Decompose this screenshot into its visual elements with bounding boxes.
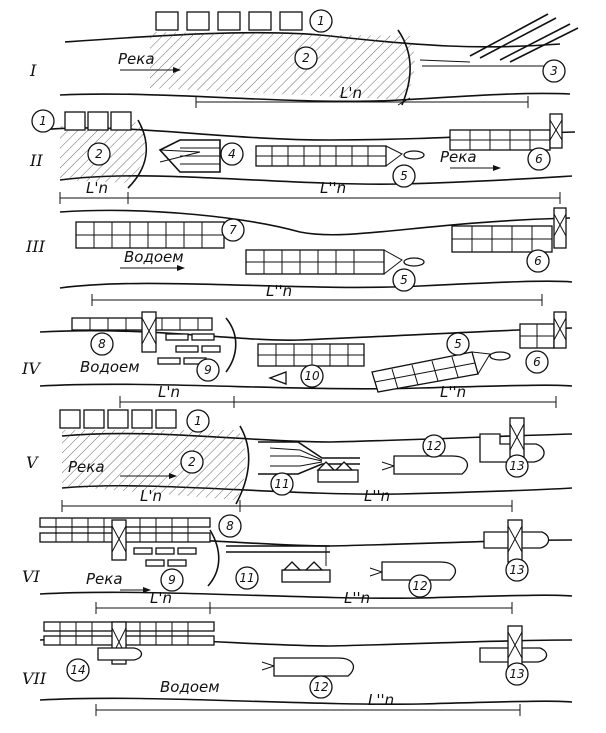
panel-7-water-label: Водоем	[160, 678, 220, 696]
storage-platform	[39, 517, 211, 567]
panel-2-length-2: L''n	[320, 179, 346, 197]
number-badge: 5	[400, 169, 408, 183]
number-badge: 6	[535, 152, 543, 166]
raft-6	[451, 207, 567, 253]
unloading-13	[479, 625, 548, 669]
number-badge: 13	[509, 459, 524, 473]
panel-5-length-1: L'n	[140, 487, 162, 505]
panel-6-length-1: L'n	[150, 589, 172, 607]
panel-1-length-label: L'n	[340, 84, 362, 102]
number-badge: 7	[229, 223, 237, 237]
raft-5	[255, 145, 425, 167]
panel-7	[39, 621, 573, 716]
panel-5	[59, 409, 573, 512]
number-badge: 2	[95, 147, 103, 161]
panel-2-length-1: L'n	[86, 179, 108, 197]
panel-2-river-label: Река	[440, 148, 477, 166]
number-badge: 3	[550, 64, 558, 78]
panel-5-numbers: 1 2 11 12 13	[180, 409, 529, 496]
sorting-channels-11	[258, 441, 360, 483]
panel-2	[39, 111, 576, 204]
panel-3-water-label: Водоем	[124, 248, 184, 266]
panel-4	[39, 311, 573, 408]
storage-stacks	[155, 11, 303, 31]
raft-6	[519, 311, 567, 349]
storage-platform	[43, 621, 215, 665]
storage-stacks	[64, 111, 132, 131]
raft-5-diagonal	[371, 351, 511, 393]
raft-5	[245, 249, 425, 275]
number-badge: 5	[400, 273, 408, 287]
number-badge: 12	[426, 439, 441, 453]
number-badge: 1	[194, 414, 202, 428]
bundle-12	[369, 561, 457, 581]
number-badge: 6	[534, 254, 542, 268]
number-badge: 6	[533, 355, 541, 369]
number-badge: 11	[239, 571, 254, 585]
panel-3	[59, 207, 573, 306]
storage-platform	[71, 311, 221, 365]
panel-4-length-2: L''n	[440, 383, 466, 401]
number-badge: 2	[188, 455, 196, 469]
sorting-channels-11	[226, 545, 331, 583]
number-badge: 4	[228, 147, 236, 161]
panel-6-length-2: L''n	[344, 589, 370, 607]
panel-4-water-label: Водоем	[80, 358, 140, 376]
panel-1-river-label: Река	[118, 50, 155, 68]
number-badge: 12	[313, 680, 328, 694]
unloading-13	[483, 519, 550, 563]
number-badge: 12	[412, 579, 427, 593]
number-badge: 9	[168, 573, 176, 587]
panel-1	[59, 11, 579, 108]
number-badge: 13	[509, 563, 524, 577]
unloading-13	[479, 417, 545, 463]
panel-6-numbers: 8 9 11 12 13	[160, 514, 529, 598]
panel-3-roman: III	[25, 237, 46, 256]
number-badge: 10	[304, 369, 320, 383]
number-badge: 1	[39, 114, 47, 128]
panel-5-length-2: L''n	[364, 487, 390, 505]
raft-7	[75, 221, 225, 249]
number-badge: 5	[454, 337, 462, 351]
number-badge: 8	[98, 337, 106, 351]
number-badge: 2	[302, 51, 310, 65]
panel-2-numbers: 1 2 4 5 6	[31, 109, 551, 188]
number-badge: 8	[226, 519, 234, 533]
panel-3-length-label: L''n	[266, 282, 292, 300]
number-badge: 1	[317, 14, 325, 28]
raft-4	[158, 139, 221, 173]
panel-3-numbers: 7 5 6	[221, 218, 550, 292]
panel-6-river-label: Река	[86, 570, 123, 588]
panel-7-length-label: L''n	[368, 691, 394, 709]
raft-6	[449, 113, 563, 151]
number-badge: 13	[509, 667, 524, 681]
storage-stacks	[59, 409, 177, 429]
panel-7-roman: VII	[22, 669, 47, 688]
panel-4-roman: IV	[21, 359, 41, 378]
panel-2-roman: II	[29, 151, 43, 170]
panel-5-river-label: Река	[68, 458, 105, 476]
panel-1-roman: I	[29, 61, 37, 80]
panel-7-numbers: 14 12 13	[66, 658, 529, 699]
panel-6-roman: VI	[22, 567, 41, 586]
raft-10	[257, 343, 365, 385]
number-badge: 9	[204, 363, 212, 377]
bundle-12	[381, 455, 469, 475]
panel-4-numbers: 8 9 10 5 6	[90, 332, 549, 388]
panel-4-length-1: L'n	[158, 383, 180, 401]
bundle-12	[261, 657, 355, 677]
number-badge: 14	[70, 663, 85, 677]
log-bundles	[419, 13, 579, 67]
number-badge: 11	[274, 477, 289, 491]
panel-5-roman: V	[26, 453, 39, 472]
panel-6	[39, 517, 573, 614]
panel-1-numbers: 1 2 3	[294, 9, 566, 83]
